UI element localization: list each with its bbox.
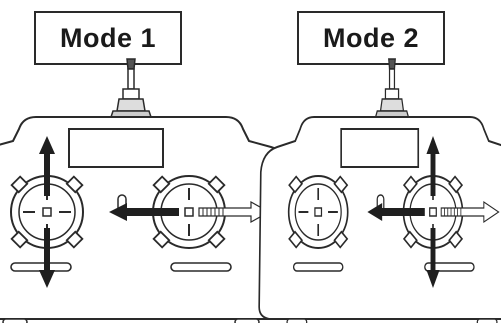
mode-1-label: Mode 1 (34, 11, 182, 65)
transmitter-mode-1 (0, 58, 294, 323)
left-stick-gimbal (287, 175, 349, 249)
transmitter-mode-2 (258, 58, 501, 323)
mode-2-label: Mode 2 (297, 11, 445, 65)
